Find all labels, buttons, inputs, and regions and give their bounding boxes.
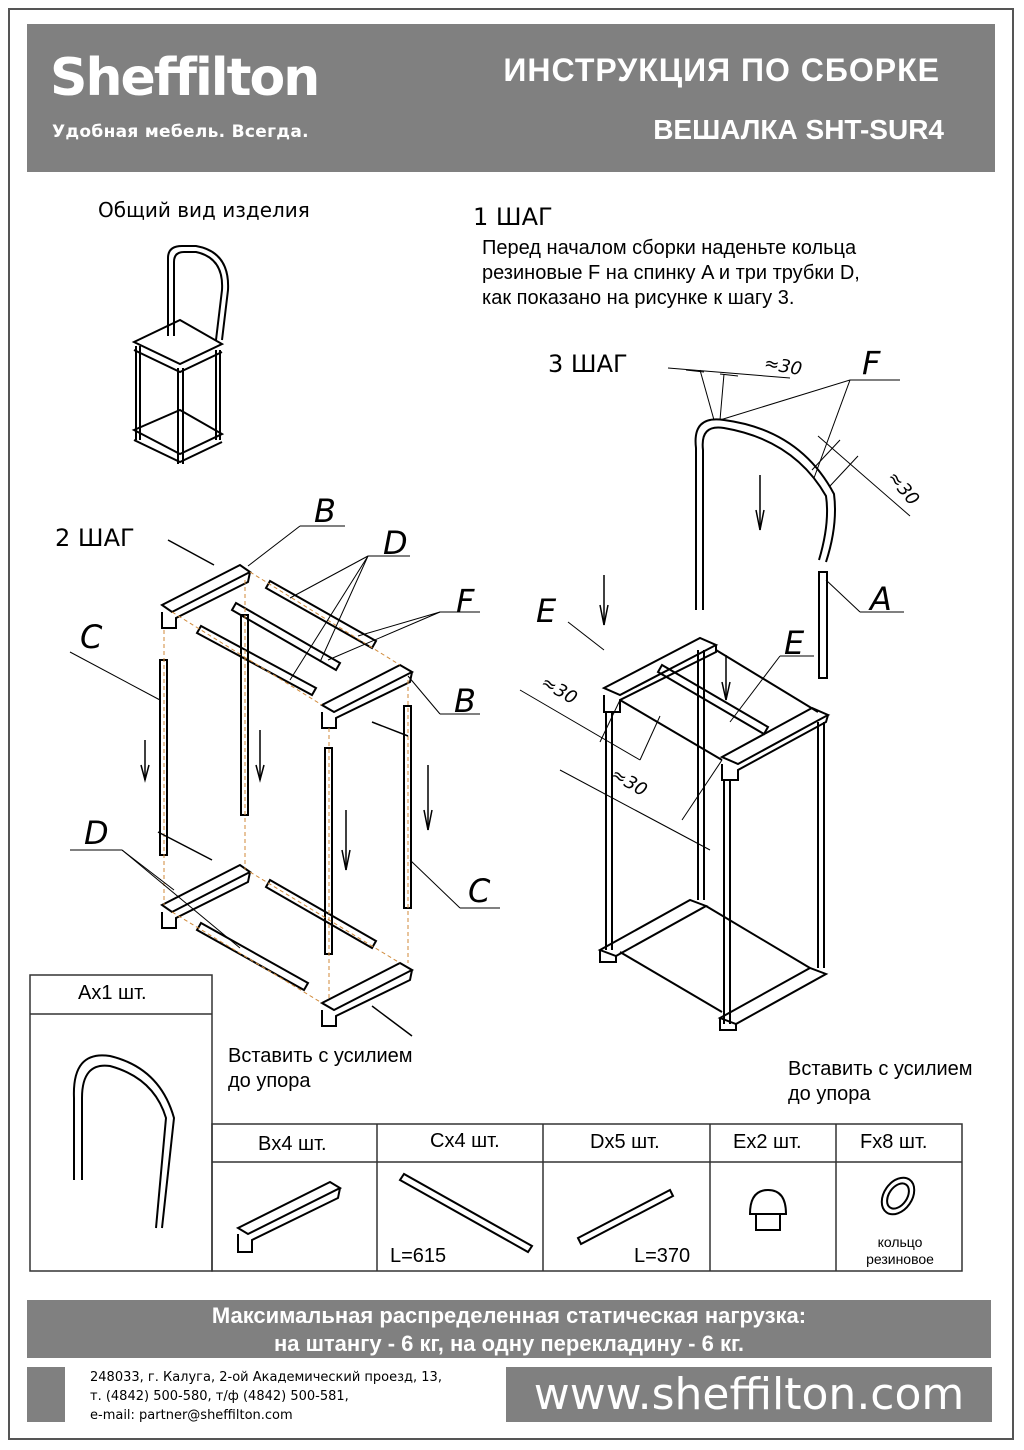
insert-note-line: до упора bbox=[788, 1083, 871, 1105]
step1-line: как показано на рисунке к шагу 3. bbox=[482, 287, 795, 309]
step3-drawing bbox=[597, 418, 836, 1031]
email-line[interactable]: e-mail: partner@sheffilton.com bbox=[90, 1408, 293, 1423]
product-name: ВЕШАЛКА SHT-SUR4 bbox=[653, 114, 944, 145]
part-a-header: Ax1 шт. bbox=[78, 982, 147, 1004]
part-f-note: кольцо резиновое bbox=[848, 1234, 952, 1268]
step2-arrows bbox=[140, 539, 433, 1037]
brand-slogan: Удобная мебель. Всегда. bbox=[52, 122, 309, 142]
address-line: 248033, г. Калуга, 2-ой Академический пр… bbox=[90, 1370, 442, 1385]
part-c-drawing bbox=[398, 1172, 534, 1254]
insert-note-line: Вставить с усилием bbox=[228, 1045, 413, 1067]
callout-a: A bbox=[870, 580, 892, 618]
overview-rack-drawing bbox=[131, 245, 230, 464]
callout-e: E bbox=[536, 592, 557, 630]
part-a-drawing bbox=[72, 1054, 176, 1229]
step2-title: 2 ШАГ bbox=[55, 524, 135, 552]
insert-note-left: Вставить с усилием до упора bbox=[228, 1044, 413, 1094]
part-f-header: Fx8 шт. bbox=[860, 1131, 928, 1153]
part-f-drawing bbox=[880, 1176, 916, 1216]
overview-label: Общий вид изделия bbox=[98, 198, 310, 222]
part-e-drawing bbox=[748, 1188, 788, 1231]
phone-line: т. (4842) 500-580, т/ф (4842) 500-581, bbox=[90, 1389, 349, 1404]
callout-d: D bbox=[84, 814, 109, 852]
step3-title: 3 ШАГ bbox=[548, 350, 628, 378]
footer-square bbox=[27, 1367, 65, 1422]
callout-e: E bbox=[784, 624, 805, 662]
page-frame bbox=[8, 8, 1014, 1440]
step2-leaders bbox=[69, 525, 500, 949]
step1-text: Перед началом сборки наденьте кольца рез… bbox=[482, 236, 860, 311]
step2-drawing bbox=[159, 563, 415, 1027]
callout-b: B bbox=[314, 492, 336, 530]
part-e-header: Ex2 шт. bbox=[733, 1131, 802, 1153]
part-b-drawing bbox=[235, 1180, 343, 1253]
callout-c: C bbox=[80, 618, 103, 656]
contact-info: 248033, г. Калуга, 2-ой Академический пр… bbox=[90, 1368, 442, 1425]
parts-table-lines bbox=[29, 974, 963, 1272]
step1-title: 1 ШАГ bbox=[473, 203, 553, 231]
part-b-header: Bx4 шт. bbox=[258, 1133, 327, 1155]
brand-logo: Sheffilton bbox=[50, 48, 320, 108]
page-title: ИНСТРУКЦИЯ ПО СБОРКЕ bbox=[503, 52, 940, 88]
insert-note-right: Вставить с усилием до упора bbox=[788, 1057, 973, 1107]
part-c-header: Cx4 шт. bbox=[430, 1130, 500, 1152]
step2-guide-lines bbox=[163, 571, 409, 1004]
insert-note-line: до упора bbox=[228, 1070, 311, 1092]
callout-f: F bbox=[456, 582, 475, 620]
header-bar bbox=[27, 24, 995, 172]
callout-f: F bbox=[862, 344, 881, 382]
website-link[interactable]: www.sheffilton.com bbox=[506, 1367, 992, 1422]
part-f-note-line: резиновое bbox=[866, 1251, 934, 1267]
callout-b: B bbox=[454, 682, 476, 720]
callout-d: D bbox=[383, 524, 408, 562]
load-info-bar: Максимальная распределенная статическая … bbox=[27, 1300, 991, 1358]
part-d-length: L=370 bbox=[634, 1245, 691, 1267]
part-d-header: Dx5 шт. bbox=[590, 1131, 660, 1153]
load-line: Максимальная распределенная статическая … bbox=[211, 1303, 807, 1328]
callout-c: C bbox=[468, 872, 491, 910]
part-c-length: L=615 bbox=[390, 1245, 447, 1267]
step1-line: резиновые F на спинку A и три трубки D, bbox=[482, 262, 860, 284]
part-d-drawing bbox=[576, 1188, 675, 1246]
step3-arrows bbox=[599, 475, 765, 701]
step3-dimensions bbox=[519, 367, 911, 851]
insert-note-line: Вставить с усилием bbox=[788, 1058, 973, 1080]
step1-line: Перед началом сборки наденьте кольца bbox=[482, 237, 857, 259]
load-line: на штангу - 6 кг, на одну перекладину - … bbox=[273, 1331, 745, 1356]
part-f-note-line: кольцо bbox=[877, 1234, 923, 1250]
